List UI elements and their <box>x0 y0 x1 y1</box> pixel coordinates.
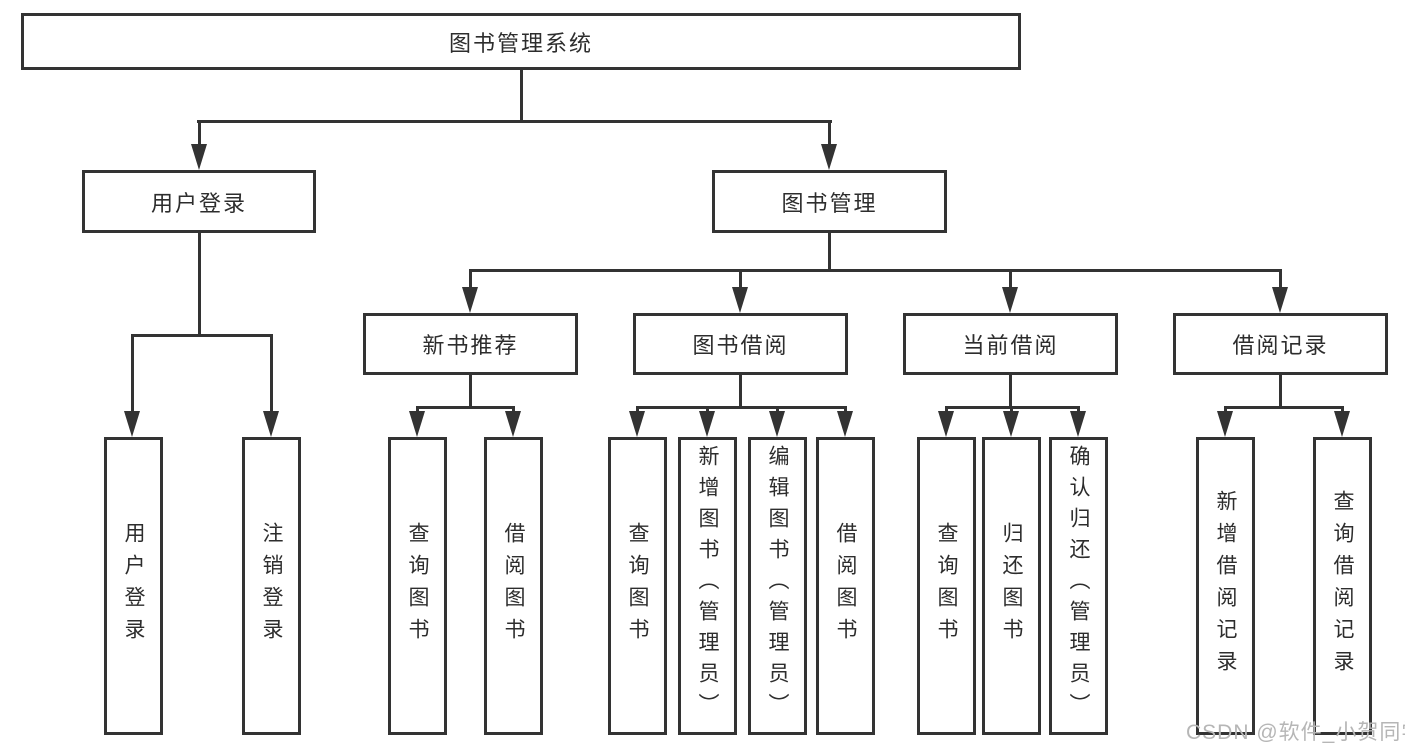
leaf-label: 借阅图书 <box>502 522 525 650</box>
node-borrowing-records: 借阅记录 <box>1173 313 1388 375</box>
arrowhead-down-icon <box>462 287 478 313</box>
node-book-borrowing: 图书借阅 <box>633 313 848 375</box>
connector-line <box>198 120 201 146</box>
arrowhead-down-icon <box>1217 411 1233 437</box>
leaf-label: 新增借阅记录 <box>1214 490 1237 682</box>
connector-line <box>1224 406 1344 409</box>
arrowhead-down-icon <box>629 411 645 437</box>
connector-line <box>469 269 1282 272</box>
leaf-query-borrowing-record: 查询借阅记录 <box>1313 437 1372 735</box>
connector-line <box>1224 406 1227 414</box>
arrowhead-down-icon <box>263 411 279 437</box>
connector-line <box>739 375 742 409</box>
leaf-label: 注销登录 <box>260 522 283 650</box>
leaf-logout: 注销登录 <box>242 437 301 735</box>
arrowhead-down-icon <box>1334 411 1350 437</box>
leaf-confirm-return-admin: 确认归还（管理员） <box>1049 437 1108 735</box>
arrowhead-down-icon <box>732 287 748 313</box>
connector-line <box>1279 269 1282 289</box>
leaf-query-books-borrowing: 查询图书 <box>608 437 667 735</box>
leaf-query-books-current: 查询图书 <box>917 437 976 735</box>
connector-line <box>416 406 515 409</box>
connector-line <box>197 120 832 123</box>
connector-line <box>706 406 709 414</box>
connector-line <box>520 70 523 122</box>
leaf-query-books-recommend: 查询图书 <box>388 437 447 735</box>
leaf-label: 查询图书 <box>626 522 649 650</box>
arrowhead-down-icon <box>1070 411 1086 437</box>
leaf-add-borrowing-record: 新增借阅记录 <box>1196 437 1255 735</box>
leaf-label: 借阅图书 <box>834 522 857 650</box>
connector-line <box>1010 406 1013 414</box>
leaf-label: 用户登录 <box>122 522 145 650</box>
connector-line <box>828 120 831 146</box>
arrowhead-down-icon <box>191 144 207 170</box>
arrowhead-down-icon <box>409 411 425 437</box>
arrowhead-down-icon <box>124 411 140 437</box>
arrowhead-down-icon <box>837 411 853 437</box>
connector-line <box>776 406 779 414</box>
leaf-label: 查询图书 <box>935 522 958 650</box>
node-book-management: 图书管理 <box>712 170 947 233</box>
node-new-book-recommend: 新书推荐 <box>363 313 578 375</box>
arrowhead-down-icon <box>1003 411 1019 437</box>
arrowhead-down-icon <box>769 411 785 437</box>
connector-line <box>469 375 472 409</box>
leaf-return-books: 归还图书 <box>982 437 1041 735</box>
leaf-borrow-books-borrowing: 借阅图书 <box>816 437 875 735</box>
connector-line <box>198 233 201 337</box>
arrowhead-down-icon <box>699 411 715 437</box>
connector-line <box>739 269 742 289</box>
leaf-label: 编辑图书（管理员） <box>766 445 789 724</box>
leaf-label: 确认归还（管理员） <box>1067 445 1090 724</box>
arrowhead-down-icon <box>821 144 837 170</box>
leaf-user-login: 用户登录 <box>104 437 163 735</box>
arrowhead-down-icon <box>505 411 521 437</box>
connector-line <box>131 334 273 337</box>
connector-line <box>636 406 847 409</box>
arrowhead-down-icon <box>1002 287 1018 313</box>
leaf-borrow-books-recommend: 借阅图书 <box>484 437 543 735</box>
connector-line <box>131 334 134 414</box>
arrowhead-down-icon <box>1272 287 1288 313</box>
leaf-label: 查询图书 <box>406 522 429 650</box>
connector-line <box>270 334 273 414</box>
leaf-label: 查询借阅记录 <box>1331 490 1354 682</box>
connector-line <box>1279 375 1282 409</box>
connector-line <box>512 406 515 414</box>
connector-line <box>828 233 831 272</box>
connector-line <box>1009 269 1012 289</box>
leaf-add-book-admin: 新增图书（管理员） <box>678 437 737 735</box>
connector-line <box>416 406 419 414</box>
connector-line <box>1077 406 1080 414</box>
node-current-borrowing: 当前借阅 <box>903 313 1118 375</box>
leaf-edit-book-admin: 编辑图书（管理员） <box>748 437 807 735</box>
leaf-label: 归还图书 <box>1000 522 1023 650</box>
leaf-label: 新增图书（管理员） <box>696 445 719 724</box>
connector-line <box>844 406 847 414</box>
connector-line <box>945 406 948 414</box>
node-root-library-management-system: 图书管理系统 <box>21 13 1021 70</box>
connector-line <box>1341 406 1344 414</box>
connector-line <box>636 406 639 414</box>
connector-line <box>1009 375 1012 409</box>
node-user-login: 用户登录 <box>82 170 316 233</box>
arrowhead-down-icon <box>938 411 954 437</box>
csdn-watermark: CSDN @软件_小贺同学 <box>1186 721 1405 744</box>
connector-line <box>469 269 472 289</box>
